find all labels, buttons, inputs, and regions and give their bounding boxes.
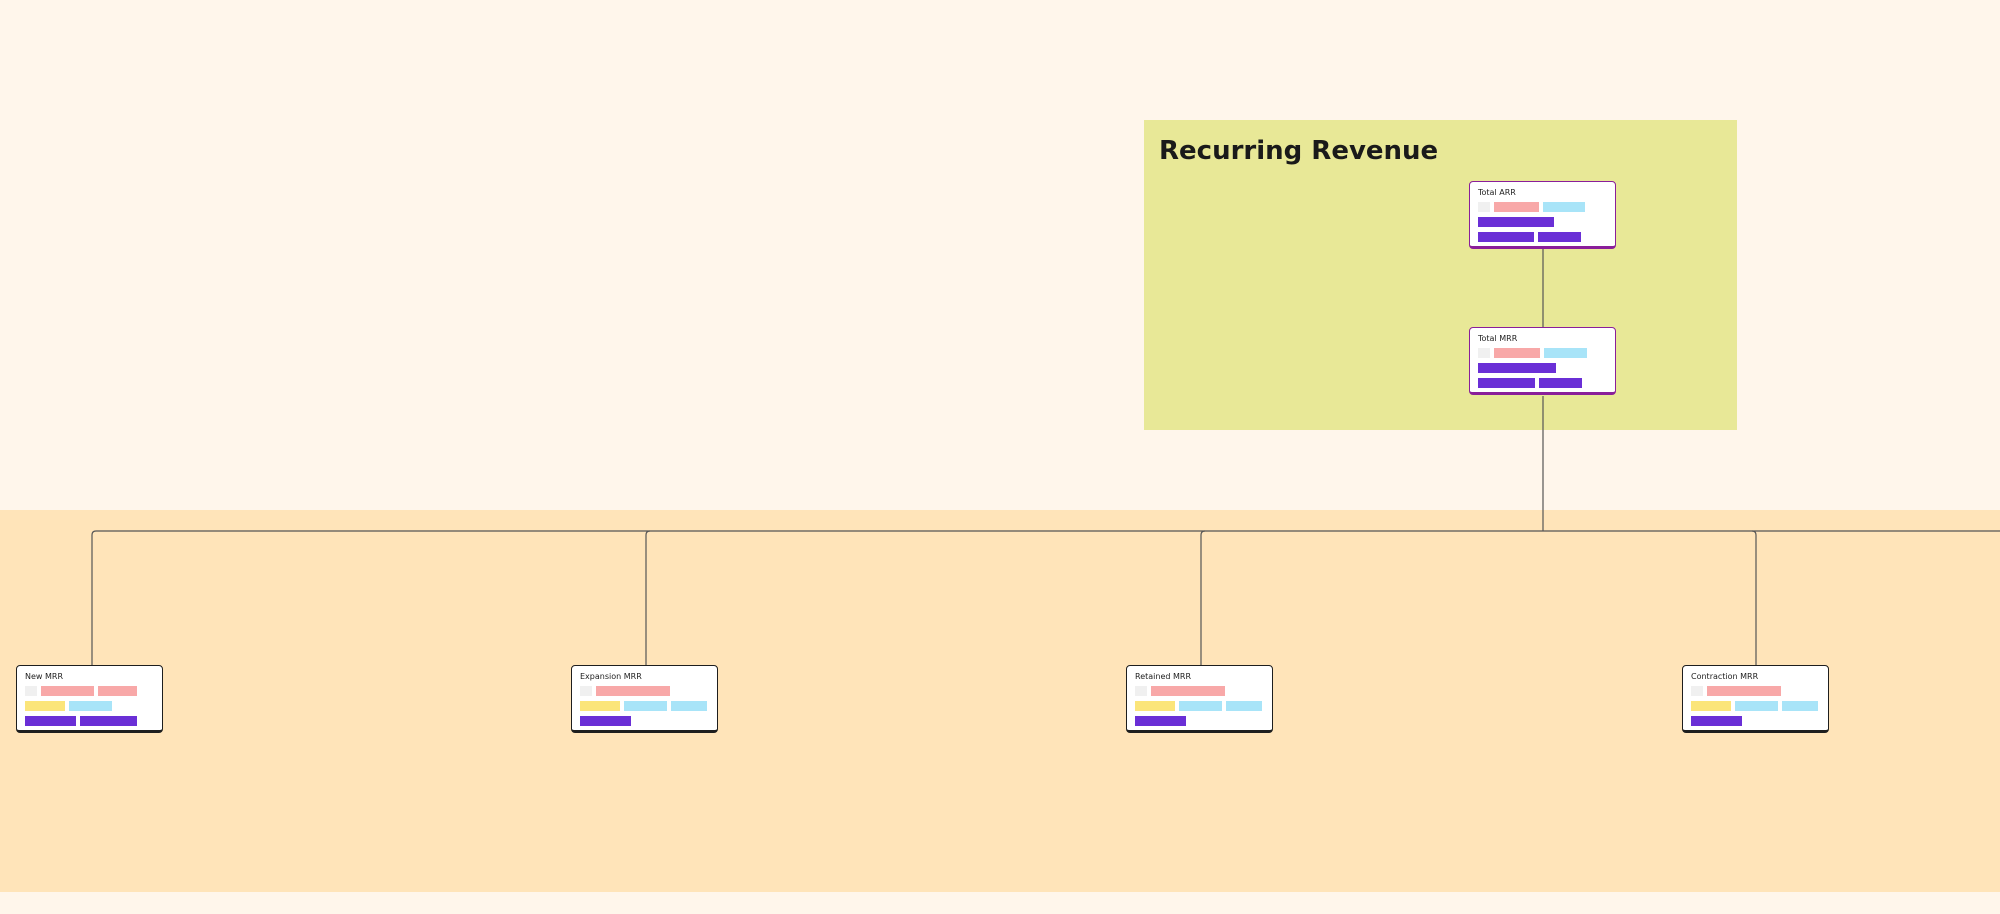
node-new-mrr[interactable]: New MRR [16, 665, 163, 733]
placeholder-gray [1135, 686, 1147, 696]
placeholder-pink [1707, 686, 1781, 696]
placeholder-blue [1782, 701, 1818, 711]
node-total-mrr[interactable]: Total MRR [1469, 327, 1616, 395]
placeholder-blue [671, 701, 707, 711]
node-label: Total ARR [1478, 188, 1516, 197]
placeholder-gray [580, 686, 592, 696]
node-label: Expansion MRR [580, 672, 642, 681]
placeholder-gray [1691, 686, 1703, 696]
placeholder-purple [25, 716, 76, 726]
placeholder-purple [1478, 217, 1554, 227]
placeholder-gray [1478, 348, 1490, 358]
placeholder-gray [1478, 202, 1490, 212]
recurring-revenue-group[interactable]: Recurring Revenue [1144, 120, 1737, 430]
placeholder-purple [1478, 378, 1535, 388]
placeholder-pink [1494, 348, 1540, 358]
node-contraction-mrr[interactable]: Contraction MRR [1682, 665, 1829, 733]
placeholder-purple [1539, 378, 1582, 388]
placeholder-blue [1735, 701, 1778, 711]
placeholder-blue [1179, 701, 1222, 711]
placeholder-pink [596, 686, 670, 696]
placeholder-gray [25, 686, 37, 696]
node-retained-mrr[interactable]: Retained MRR [1126, 665, 1273, 733]
placeholder-purple [1135, 716, 1186, 726]
placeholder-purple [1538, 232, 1581, 242]
node-expansion-mrr[interactable]: Expansion MRR [571, 665, 718, 733]
placeholder-yellow [25, 701, 65, 711]
placeholder-purple [1478, 363, 1556, 373]
placeholder-blue [1226, 701, 1262, 711]
placeholder-yellow [580, 701, 620, 711]
node-label: Contraction MRR [1691, 672, 1759, 681]
placeholder-pink [1151, 686, 1225, 696]
placeholder-blue [1543, 202, 1585, 212]
swimlane-band [0, 510, 2000, 892]
placeholder-pink [41, 686, 94, 696]
placeholder-purple [1478, 232, 1534, 242]
placeholder-purple [580, 716, 631, 726]
placeholder-blue [624, 701, 667, 711]
group-title: Recurring Revenue [1159, 136, 1439, 166]
node-total-arr[interactable]: Total ARR [1469, 181, 1616, 249]
placeholder-yellow [1135, 701, 1175, 711]
node-label: Retained MRR [1135, 672, 1192, 681]
placeholder-blue [1544, 348, 1587, 358]
node-label: Total MRR [1478, 334, 1518, 343]
placeholder-purple [80, 716, 137, 726]
node-label: New MRR [25, 672, 64, 681]
placeholder-blue [69, 701, 112, 711]
placeholder-pink [98, 686, 137, 696]
placeholder-yellow [1691, 701, 1731, 711]
placeholder-purple [1691, 716, 1742, 726]
placeholder-pink [1494, 202, 1539, 212]
